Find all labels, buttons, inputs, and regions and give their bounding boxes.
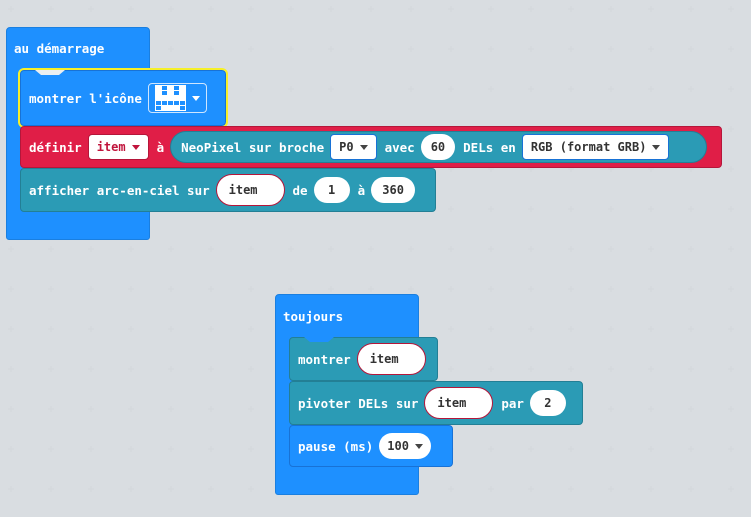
set-label: définir [29,139,82,155]
rainbow-variable-dropdown[interactable]: item [215,174,285,206]
chevron-down-icon [404,356,413,362]
show-icon-label: montrer l'icône [29,90,142,106]
show-icon-block[interactable]: montrer l'icône [18,68,228,128]
chevron-down-icon [263,187,272,193]
rotate-offset-input[interactable]: 2 [529,390,566,416]
pause-label: pause (ms) [298,438,374,454]
leds-label: DELs en [463,139,516,155]
with-label: avec [384,139,415,155]
icon-dropdown[interactable] [147,83,207,113]
rainbow-to-label: à [357,182,366,198]
variable-dropdown[interactable]: item [87,134,149,160]
chevron-down-icon [652,144,661,150]
led-count-input[interactable]: 60 [420,134,456,160]
pause-block[interactable]: pause (ms) 100 [289,425,453,467]
on-start-title: au démarrage [14,41,105,56]
neopixel-create-block[interactable]: NeoPixel sur broche P0 avec 60 DELs en R… [170,131,708,163]
to-label: à [156,139,165,155]
set-variable-block[interactable]: définir item à NeoPixel sur broche P0 av… [20,126,722,168]
chevron-down-icon [359,144,368,150]
chevron-down-icon [472,400,481,406]
chevron-down-icon [131,144,140,150]
show-strip-block[interactable]: montrer item [289,337,438,381]
pin-dropdown[interactable]: P0 [330,134,377,160]
chevron-down-icon [191,95,200,101]
hue-start-input[interactable]: 1 [313,177,350,203]
from-label: de [292,182,308,198]
show-variable-dropdown[interactable]: item [356,343,426,375]
rotate-block[interactable]: pivoter DELs sur item par 2 [289,381,583,425]
mode-dropdown[interactable]: RGB (format GRB) [521,134,670,160]
sad-face-icon [154,85,186,111]
show-label: montrer [298,351,351,367]
rotate-variable-dropdown[interactable]: item [424,387,494,419]
hue-end-input[interactable]: 360 [371,177,416,203]
rotate-label: pivoter DELs sur [298,395,419,411]
show-rainbow-block[interactable]: afficher arc-en-ciel sur item de 1 à 360 [20,168,436,212]
forever-title: toujours [283,309,344,324]
pause-duration-dropdown[interactable]: 100 [379,433,431,459]
rainbow-label: afficher arc-en-ciel sur [29,182,210,198]
neopixel-label: NeoPixel sur broche [181,139,325,155]
by-label: par [501,395,524,411]
chevron-down-icon [414,443,423,449]
